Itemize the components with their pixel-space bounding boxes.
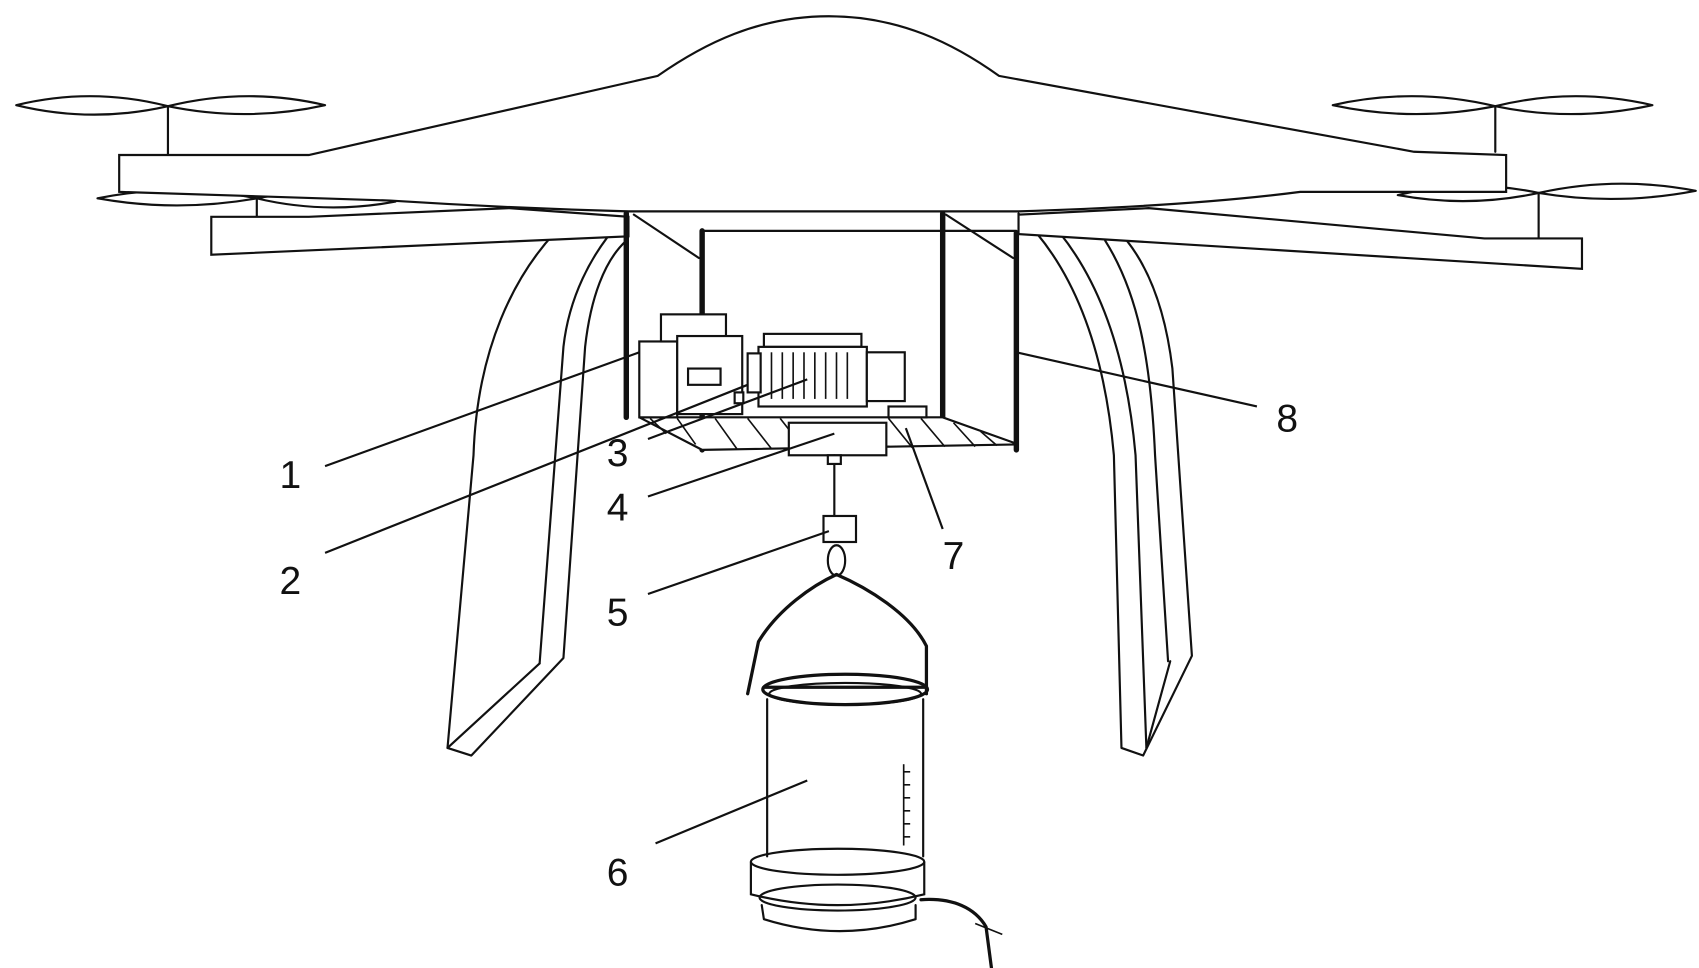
cable — [826, 454, 842, 518]
leader-6 — [655, 779, 808, 845]
component-3-winch — [733, 332, 906, 408]
arm-lower-left — [210, 207, 630, 256]
arm-lower-right — [1017, 207, 1584, 270]
label-7: 7 — [943, 535, 965, 578]
leader-7 — [904, 427, 944, 530]
bucket-rope — [746, 572, 929, 696]
label-2: 2 — [280, 560, 302, 603]
component-7-base — [887, 405, 928, 419]
component-6-sampling-bucket — [749, 672, 1003, 968]
leader-8 — [1016, 351, 1258, 408]
leader-2 — [324, 383, 749, 554]
label-1: 1 — [280, 454, 302, 497]
leader-5 — [647, 530, 830, 596]
label-5: 5 — [607, 591, 629, 634]
label-8: 8 — [1276, 397, 1298, 440]
label-3: 3 — [607, 432, 629, 475]
component-1-motor — [638, 313, 744, 419]
rotor-upper-left — [15, 95, 327, 157]
leader-lines — [324, 351, 1258, 845]
label-6: 6 — [607, 852, 629, 895]
drone-body — [118, 15, 1508, 213]
leader-1 — [324, 351, 640, 468]
component-4-pulley-box — [787, 421, 888, 457]
landing-leg-right — [1017, 212, 1193, 757]
landing-leg-left — [446, 212, 628, 757]
component-5-connector — [822, 514, 858, 577]
part-labels: 1 2 3 4 5 6 7 8 — [280, 397, 1299, 894]
rotor-upper-right — [1331, 95, 1654, 153]
label-4: 4 — [607, 486, 629, 529]
leader-4 — [647, 432, 835, 498]
leader-3 — [647, 378, 808, 441]
